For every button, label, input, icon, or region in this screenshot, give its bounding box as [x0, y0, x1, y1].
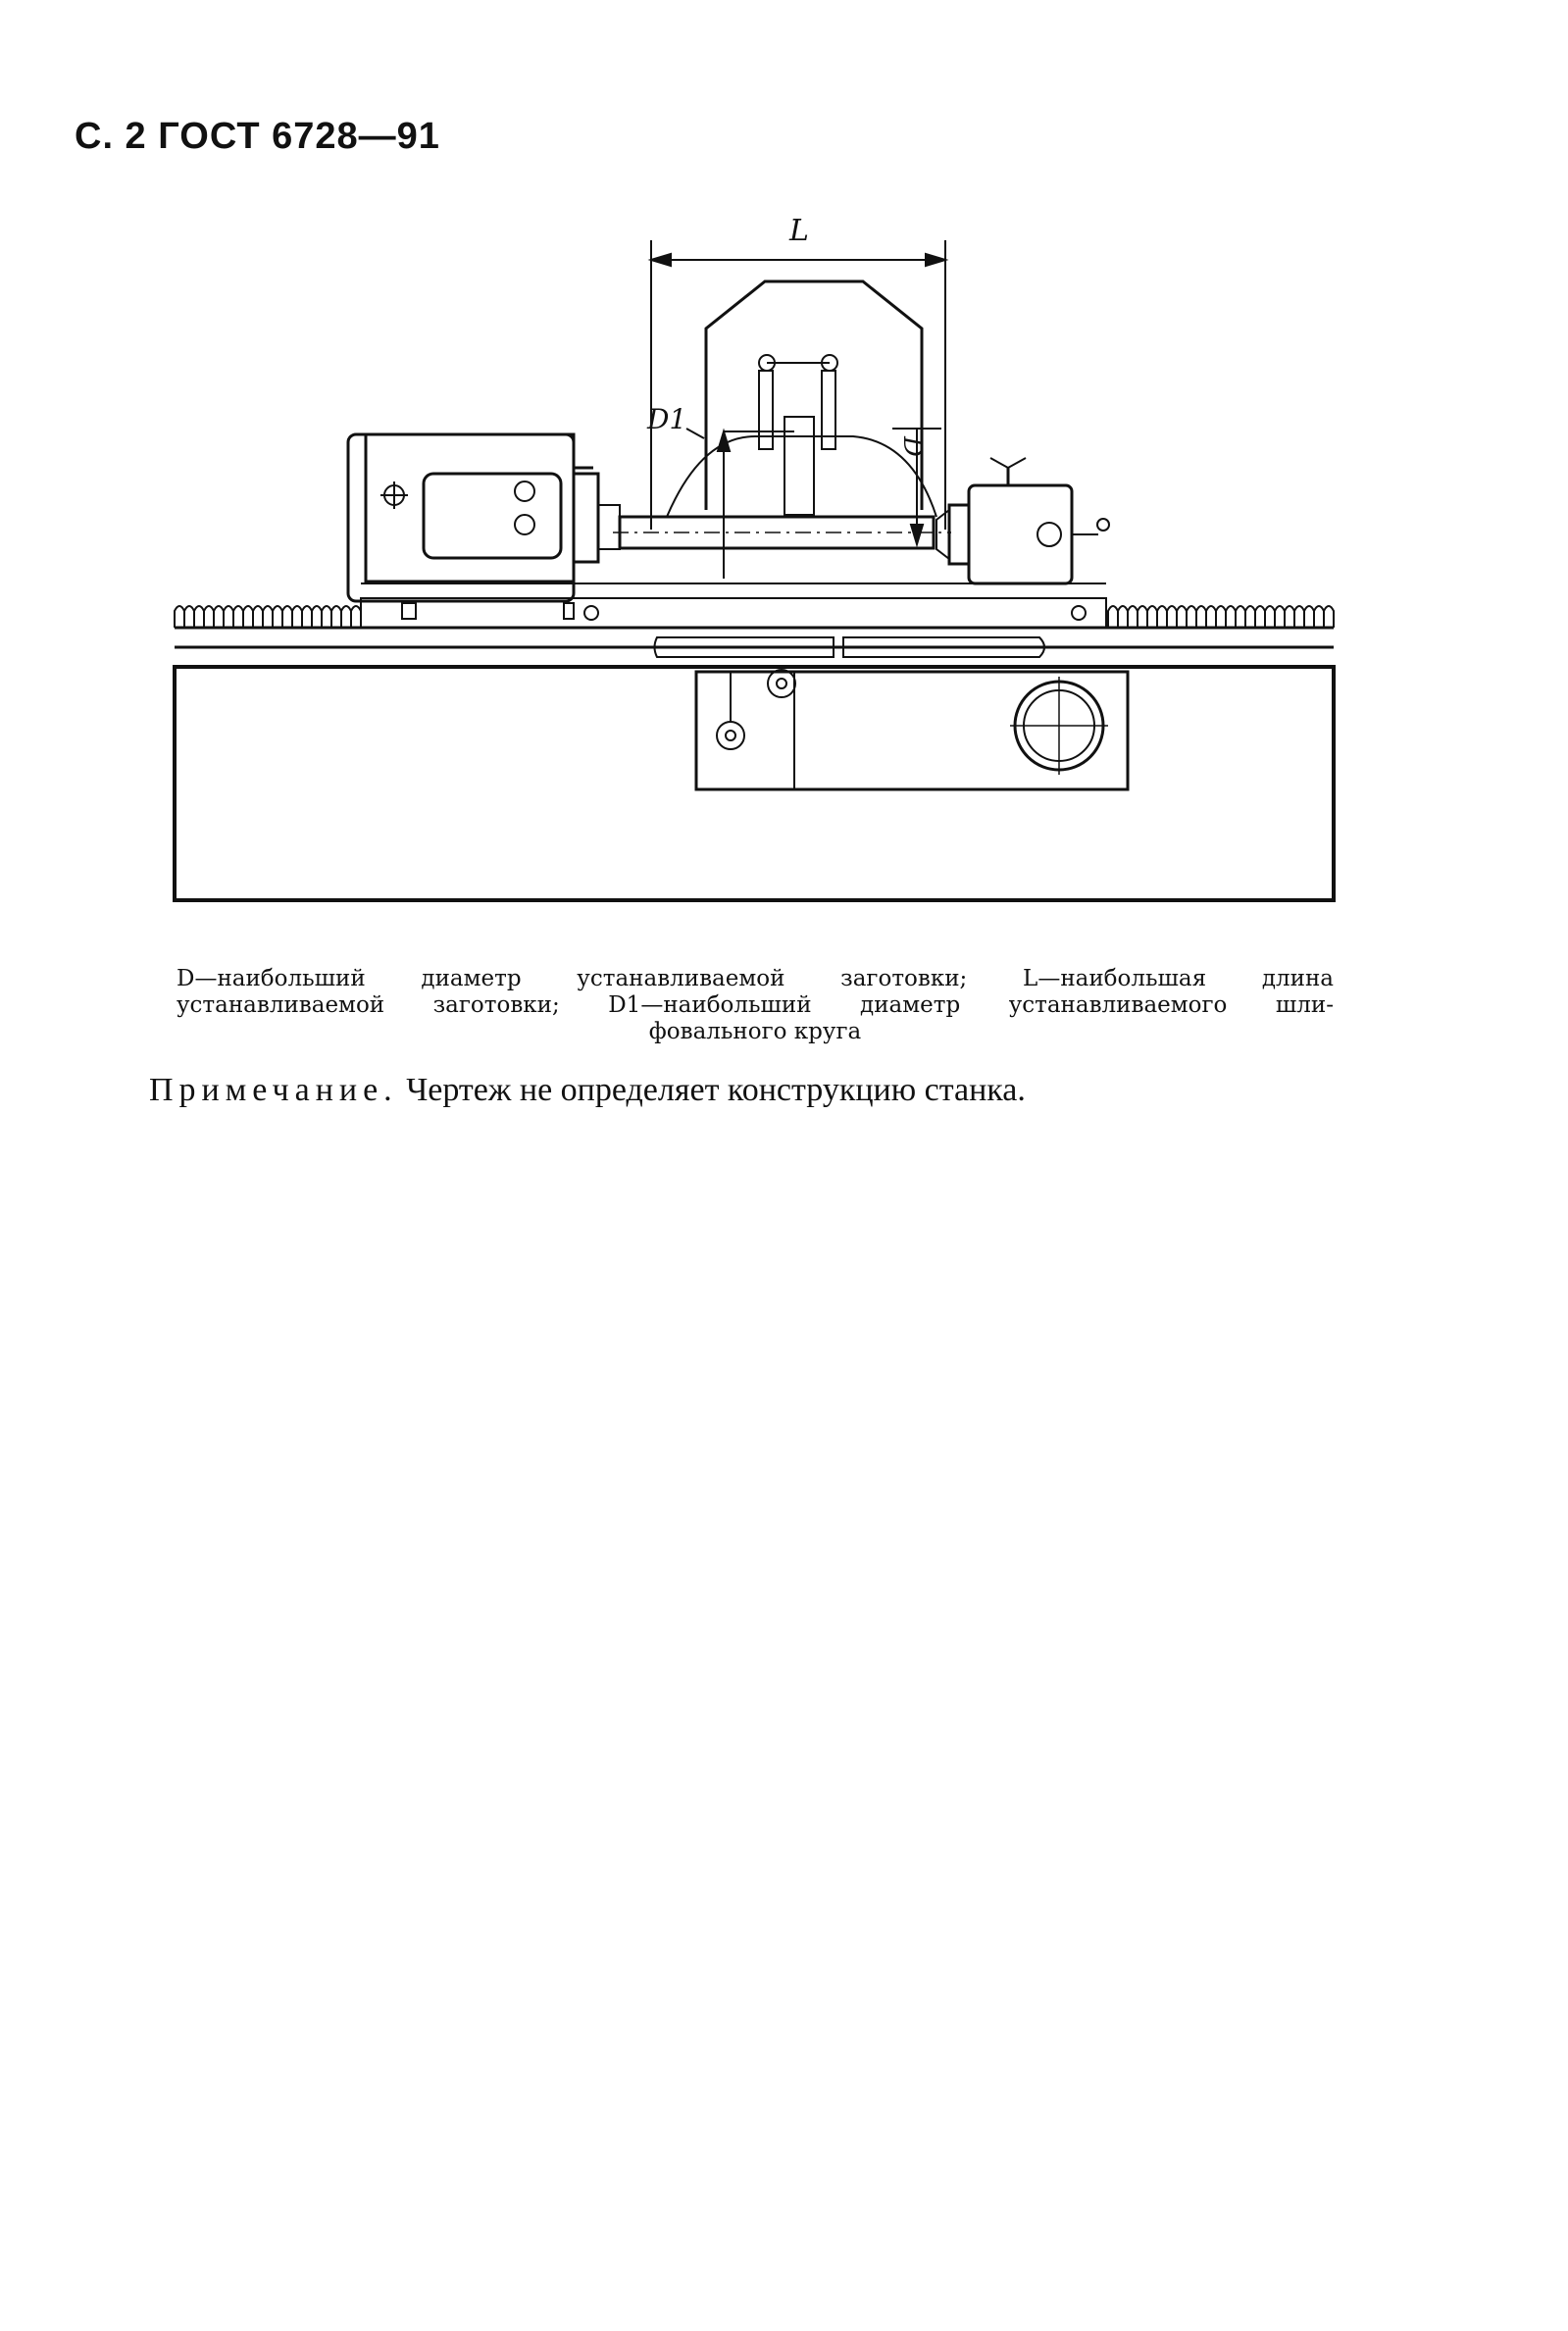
- figure-caption: D—наибольший диаметр устанавливаемой заг…: [177, 966, 1334, 1045]
- machine-base: [173, 665, 1336, 902]
- machine-drawing: L D1 D: [173, 214, 1336, 902]
- cover-teeth: [174, 605, 362, 628]
- dimension-D: D: [892, 428, 941, 548]
- table-guide-left: [653, 636, 835, 658]
- label-D: D: [897, 435, 927, 457]
- label-D1: D1: [646, 403, 686, 435]
- caption-line-3: фовального круга: [648, 1019, 862, 1044]
- wheel-spindle: [758, 354, 838, 516]
- page-header: С. 2 ГОСТ 6728—91: [75, 116, 440, 157]
- caption-line-2: устанавливаемой заготовки; D1—наибольший…: [177, 992, 1334, 1018]
- label-L: L: [788, 214, 809, 248]
- headstock: [346, 432, 621, 603]
- drawing-note: Примечание. Чертеж не определяет констру…: [149, 1072, 1026, 1109]
- tailstock: [936, 457, 1110, 585]
- note-lead: Примечание.: [149, 1072, 398, 1108]
- caption-line-1: D—наибольший диаметр устанавливаемой заг…: [177, 966, 1334, 991]
- table-guide-right: [842, 636, 1045, 658]
- dimension-L: L: [647, 214, 949, 530]
- control-panel: [694, 669, 1130, 791]
- wheel-guard: [666, 279, 937, 518]
- workpiece: [613, 515, 951, 550]
- note-text: Чертеж не определяет конструкцию станка.: [406, 1072, 1026, 1108]
- dimension-D1: D1: [646, 403, 794, 579]
- lower-slide: [360, 597, 1107, 629]
- cover-teeth: [1107, 605, 1335, 628]
